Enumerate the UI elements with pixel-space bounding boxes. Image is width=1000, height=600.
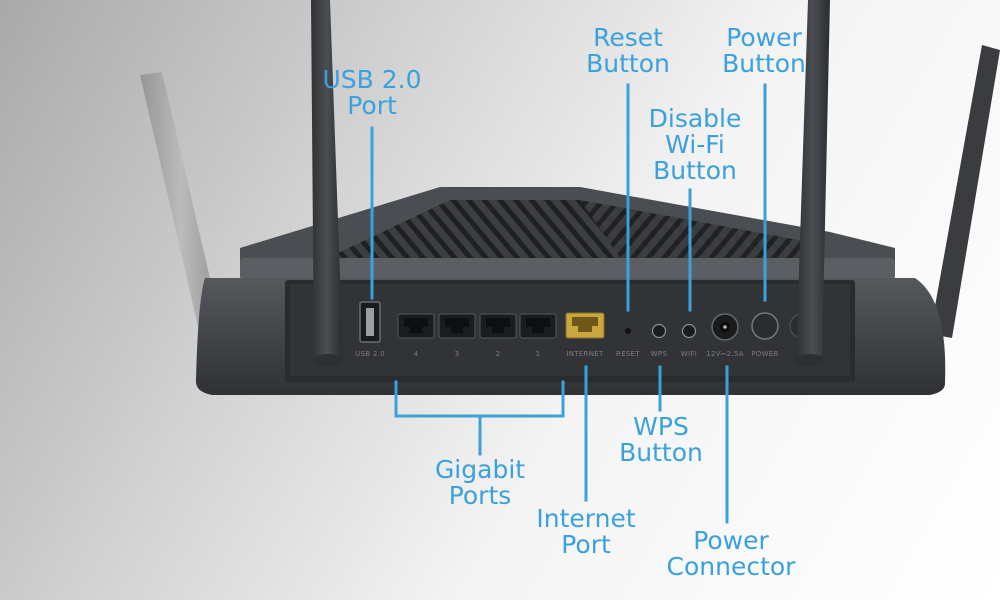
- wps-callout-line2: Button: [619, 438, 703, 467]
- router-body: [195, 187, 946, 395]
- power-button-callout: Power Button: [704, 25, 824, 77]
- panel-label-power-in: 12V⎓2.5A: [706, 350, 744, 358]
- gigabit-callout-line1: Gigabit: [434, 455, 526, 484]
- internet-callout-line2: Port: [561, 530, 611, 559]
- usb-callout-line2: Port: [347, 91, 397, 120]
- internet-port: [565, 312, 605, 339]
- lan-port-4: [397, 313, 435, 339]
- power-connector-callout-line2: Connector: [666, 552, 796, 581]
- antenna-left: [311, 0, 343, 366]
- panel-label-reset: RESET: [616, 350, 640, 358]
- power-button-callout-line2: Button: [722, 49, 806, 78]
- lan-port-2: [479, 313, 517, 339]
- panel-label-lan2: 2: [496, 350, 501, 358]
- ports-panel: USB 2.0 4 3 2 1 INTERNET RESET WPS WIFI …: [355, 301, 815, 358]
- power-button: [751, 312, 779, 340]
- usb-port-callout: USB 2.0 Port: [312, 67, 432, 119]
- power-connector-callout: Power Connector: [651, 528, 811, 580]
- antenna-back-left: [140, 72, 222, 335]
- panel-label-lan4: 4: [414, 350, 419, 358]
- wifi-callout-line1: Disable: [648, 104, 742, 133]
- gigabit-callout-line2: Ports: [448, 481, 512, 510]
- power-connector: [711, 313, 739, 341]
- power-button-callout-line1: Power: [726, 23, 802, 52]
- wps-callout-line1: WPS: [633, 412, 689, 441]
- wifi-callout-line3: Button: [653, 156, 737, 185]
- antenna-right: [794, 0, 830, 366]
- panel-label-internet: INTERNET: [566, 350, 604, 358]
- wifi-button-callout: Disable Wi-Fi Button: [630, 106, 760, 184]
- panel-label-lan3: 3: [455, 350, 460, 358]
- reset-button: [625, 328, 631, 334]
- wps-button-callout: WPS Button: [601, 414, 721, 466]
- panel-label-usb: USB 2.0: [355, 350, 385, 358]
- wifi-button: [681, 323, 697, 339]
- leader-lines: [370, 83, 767, 524]
- panel-label-wps: WPS: [651, 350, 668, 358]
- reset-callout-line2: Button: [586, 49, 670, 78]
- usb-callout-line1: USB 2.0: [322, 65, 422, 94]
- wps-button: [651, 323, 667, 339]
- panel-label-wifi: WIFI: [681, 350, 697, 358]
- internet-callout-line1: Internet: [536, 504, 636, 533]
- antenna-back-right: [930, 45, 1000, 338]
- wifi-callout-line2: Wi-Fi: [665, 130, 725, 159]
- lan-port-1: [519, 313, 557, 339]
- internet-port-callout: Internet Port: [516, 506, 656, 558]
- gigabit-ports-callout: Gigabit Ports: [410, 457, 550, 509]
- reset-callout-line1: Reset: [593, 23, 663, 52]
- reset-button-callout: Reset Button: [568, 25, 688, 77]
- lan-port-3: [438, 313, 476, 339]
- power-connector-callout-line1: Power: [693, 526, 769, 555]
- panel-label-lan1: 1: [536, 350, 541, 358]
- panel-label-power: POWER: [751, 350, 778, 358]
